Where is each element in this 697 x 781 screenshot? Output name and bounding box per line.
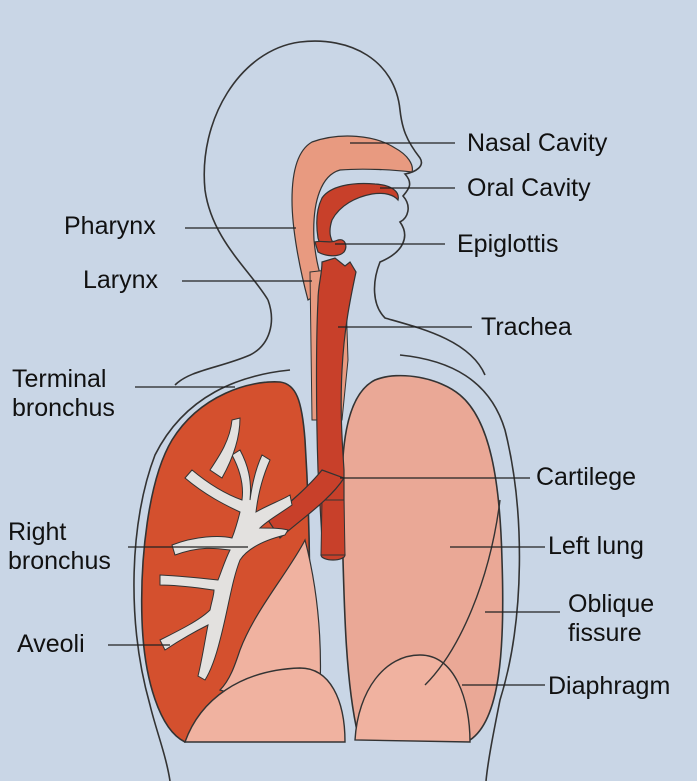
- label-oral-cavity: Oral Cavity: [467, 174, 591, 202]
- label-trachea: Trachea: [481, 313, 572, 341]
- label-cartilege: Cartilege: [536, 463, 636, 491]
- torso-outline-left: [133, 369, 291, 781]
- label-diaphragm: Diaphragm: [548, 672, 670, 700]
- left-lung-base: [354, 654, 471, 743]
- right-lung-base: [184, 667, 346, 743]
- torso-outline-right: [399, 354, 521, 781]
- label-right-bronchus-line1: Right: [8, 518, 66, 546]
- leader-lines: [108, 142, 560, 686]
- label-terminal-bronchus-line1: Terminal: [12, 365, 106, 393]
- label-oblique-fissure-line1: Oblique: [568, 590, 654, 618]
- epiglottis-shape: [314, 239, 347, 257]
- label-terminal-bronchus-line2: bronchus: [12, 394, 115, 422]
- head-outline: [203, 40, 486, 376]
- label-nasal-cavity: Nasal Cavity: [467, 129, 608, 157]
- trachea-lower: [320, 499, 346, 556]
- label-pharynx: Pharynx: [64, 212, 156, 240]
- label-epiglottis: Epiglottis: [457, 230, 558, 258]
- oral-cavity: [316, 182, 399, 251]
- trachea: [315, 257, 357, 541]
- label-aveoli: Aveoli: [17, 630, 85, 658]
- label-larynx: Larynx: [83, 266, 159, 294]
- airway-pharynx: [291, 135, 413, 301]
- bronchial-tree-upper: [209, 417, 241, 479]
- label-oblique-fissure-line2: fissure: [568, 619, 642, 647]
- neck-outline-left: [174, 299, 273, 386]
- label-right-bronchus-line2: bronchus: [8, 547, 111, 575]
- bronchial-tree: [159, 449, 293, 681]
- oblique-fissure-line: [424, 499, 501, 686]
- label-left-lung: Left lung: [548, 532, 644, 560]
- right-main-bronchus: [267, 469, 345, 539]
